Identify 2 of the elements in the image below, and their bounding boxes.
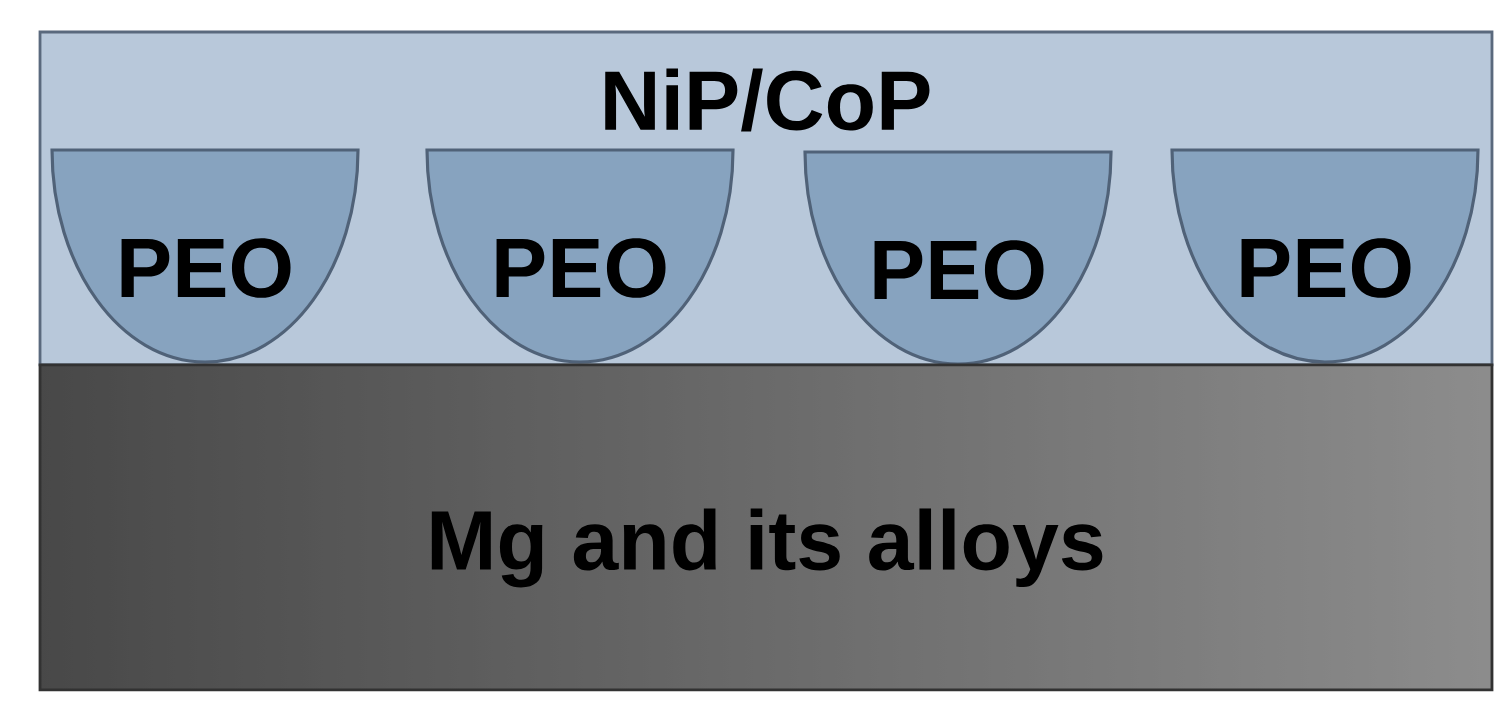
substrate-block: Mg and its alloys: [38, 363, 1494, 692]
half-disc: PEO: [1170, 148, 1480, 364]
